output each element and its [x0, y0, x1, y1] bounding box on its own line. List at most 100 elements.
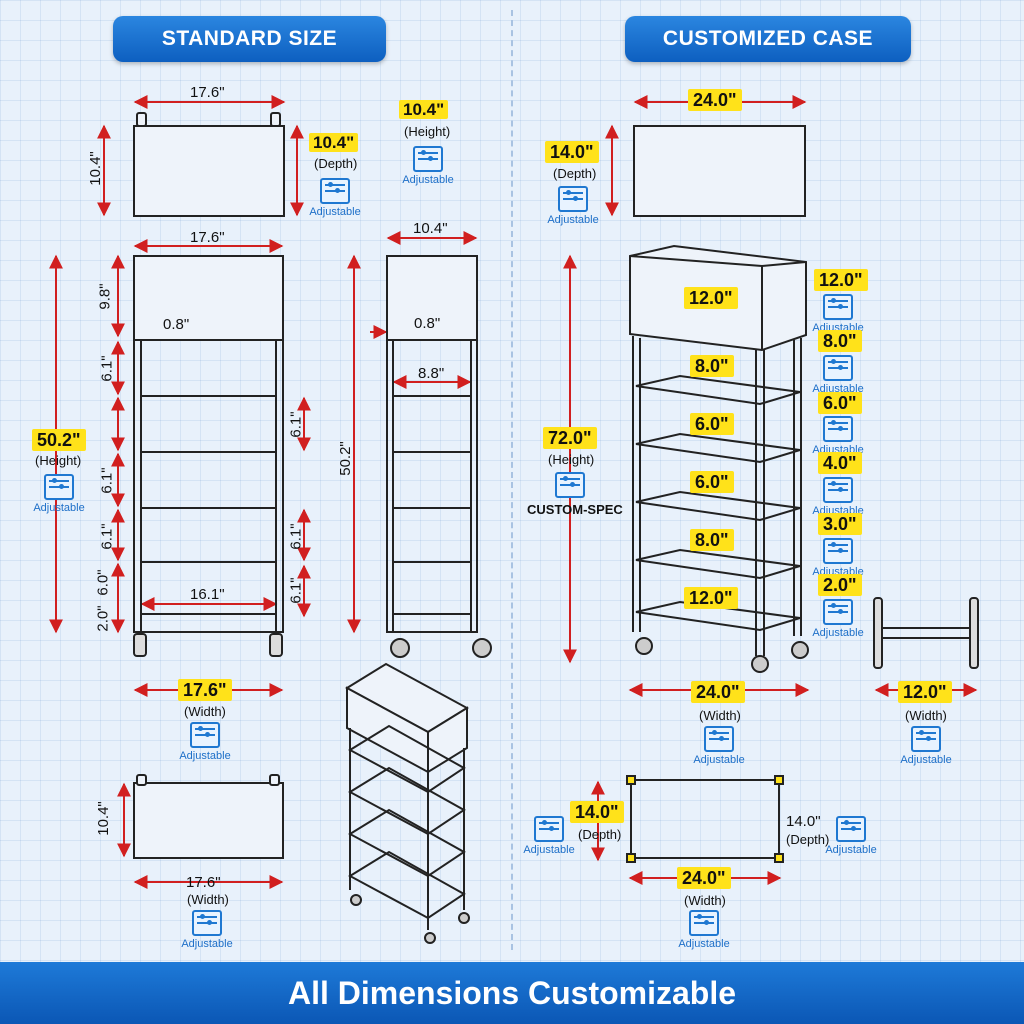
adjustable-icon [823, 538, 853, 564]
custom-option-4: 4.0" [818, 452, 862, 474]
custom-depth-label: (Depth) [553, 166, 597, 181]
custom-top-width-value: 24.0" [688, 89, 742, 111]
custom-base-depth-right: 14.0" [786, 813, 821, 830]
custom-base-depth-right-label: (Depth) [786, 832, 830, 847]
adjustable-badge: Adjustable [172, 910, 242, 950]
adjustable-icon [689, 910, 719, 936]
adjustable-badge: Adjustable [669, 910, 739, 950]
custom-width-value: 24.0" [691, 681, 745, 703]
std-top-depth-label: 10.4" [86, 151, 104, 186]
custom-frame-post [873, 597, 883, 669]
adjustable-badge: Adjustable [816, 816, 886, 856]
adjustable-icon [836, 816, 866, 842]
std-front-view-box [133, 255, 284, 341]
adjustable-icon [823, 355, 853, 381]
std-width-value: 17.6" [178, 679, 232, 701]
std-width-label: (Width) [184, 704, 226, 719]
std-height-value-top: 10.4" [399, 100, 449, 119]
adjustable-badge: Adjustable [24, 474, 94, 514]
std-depth-value: 10.4" [309, 133, 359, 152]
footer-banner: All Dimensions Customizable [0, 962, 1024, 1024]
custom-top-box-value: 12.0" [684, 287, 738, 309]
adjustable-icon [704, 726, 734, 752]
custom-frame-width-label: (Width) [905, 708, 947, 723]
custom-top-view-box [633, 125, 806, 217]
custom-option-5: 3.0" [818, 513, 862, 535]
adjustable-icon [823, 477, 853, 503]
std-shelf-gap-1: 6.1" [98, 355, 116, 382]
std-height-value: 50.2" [32, 429, 86, 451]
std-shelf-gap-3: 6.1" [98, 523, 116, 550]
adjustable-badge: Adjustable [891, 726, 961, 766]
std-inner-width-label: 16.1" [190, 586, 225, 603]
custom-option-1: 12.0" [814, 269, 868, 291]
adjustable-badge: Adjustable [803, 599, 873, 639]
custom-option-2: 8.0" [818, 330, 862, 352]
std-shelf-gap-2: 6.1" [98, 467, 116, 494]
custom-spec-label: CUSTOM-SPEC [527, 502, 623, 517]
std-front-width-label: 17.6" [190, 229, 225, 246]
adjustable-icon [190, 722, 220, 748]
std-side-width-label: 10.4" [413, 220, 448, 237]
std-top-view-box [133, 125, 285, 217]
section-divider [511, 10, 513, 950]
std-depth-label: (Depth) [314, 156, 358, 171]
custom-option-3: 6.0" [818, 392, 862, 414]
standard-size-header: STANDARD SIZE [113, 16, 386, 62]
adjustable-badge: Adjustable [803, 416, 873, 456]
adjustable-badge: Adjustable [803, 355, 873, 395]
std-base-width-label: 17.6" [186, 874, 221, 891]
adjustable-badge: Adjustable [684, 726, 754, 766]
customized-case-header: CUSTOMIZED CASE [625, 16, 911, 62]
std-right-gap-2: 6.1" [287, 523, 305, 550]
custom-option-6: 2.0" [818, 574, 862, 596]
adjustable-badge: Adjustable [803, 477, 873, 517]
adjustable-badge: Adjustable [803, 538, 873, 578]
std-inner-side-label: 8.8" [418, 365, 445, 382]
adjustable-icon [534, 816, 564, 842]
std-front-frame [133, 339, 284, 633]
adjustable-badge: Adjustable [803, 294, 873, 334]
adjustable-badge: Adjustable [538, 186, 608, 226]
std-right-gap-3: 6.1" [287, 577, 305, 604]
adjustable-icon [413, 146, 443, 172]
custom-height-label: (Height) [548, 452, 595, 467]
custom-shelf-label-4: 8.0" [690, 529, 734, 551]
std-height-label: (Height) [35, 453, 82, 468]
custom-shelf-label-3: 6.0" [690, 471, 734, 493]
std-base-depth-label: 10.4" [94, 801, 112, 836]
adjustable-icon [911, 726, 941, 752]
adjustable-icon [192, 910, 222, 936]
std-gap-front-label: 0.8" [163, 316, 190, 333]
adjustable-icon [823, 599, 853, 625]
std-base-view-box [133, 782, 284, 859]
custom-shelf-label-5: 12.0" [684, 587, 738, 609]
std-bottom-gap: 2.0" [94, 605, 112, 632]
std-right-gap-1: 6.1" [287, 411, 305, 438]
custom-height-value: 72.0" [543, 427, 597, 449]
adjustable-badge: Adjustable [300, 178, 370, 218]
custom-base-depth-label: (Depth) [578, 827, 622, 842]
custom-shelf-label-2: 6.0" [690, 413, 734, 435]
adjustable-badge: Adjustable [170, 722, 240, 762]
adjustable-icon [320, 178, 350, 204]
adjustable-icon [555, 472, 585, 498]
std-height-label-top: (Height) [404, 124, 451, 139]
std-side-height-label: 50.2" [336, 441, 354, 476]
custom-width-label: (Width) [699, 708, 741, 723]
std-top-width-label: 17.6" [190, 84, 225, 101]
custom-base-width-value: 24.0" [677, 867, 731, 889]
custom-base-view-box [630, 779, 780, 859]
custom-depth-value: 14.0" [545, 141, 599, 163]
adjustable-icon [823, 294, 853, 320]
custom-shelf-label-1: 8.0" [690, 355, 734, 377]
customspec-badge [535, 472, 605, 500]
std-gap-side-label: 0.8" [414, 315, 441, 332]
std-top-box-label: 9.8" [96, 283, 114, 310]
custom-base-depth-value: 14.0" [570, 801, 624, 823]
custom-frame-width-value: 12.0" [898, 681, 952, 703]
adjustable-icon [558, 186, 588, 212]
custom-base-width-label: (Width) [684, 893, 726, 908]
adjustable-icon [823, 416, 853, 442]
adjustable-badge: Adjustable [393, 146, 463, 186]
